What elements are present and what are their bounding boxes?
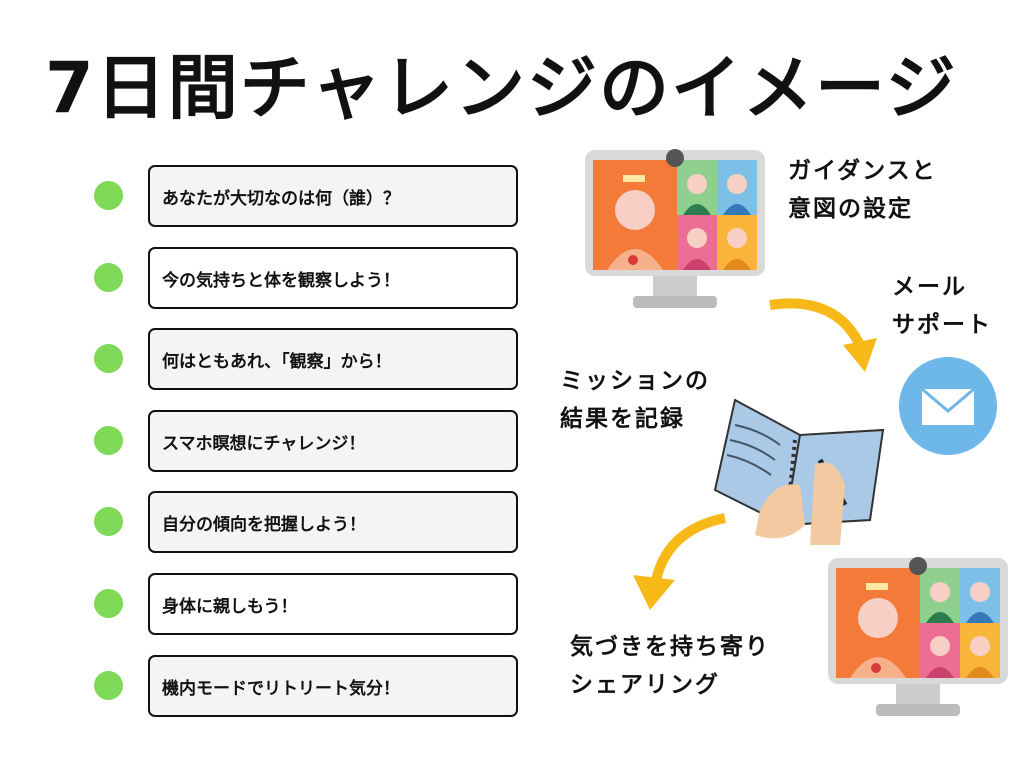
- label-mail: メールサポート: [892, 268, 992, 344]
- label-line: ガイダンスと: [788, 158, 937, 184]
- label-line: ミッションの: [560, 368, 710, 394]
- label-record: ミッションの結果を記録: [560, 362, 710, 438]
- step-item: 自分の傾向を把握しよう！: [148, 491, 518, 553]
- page-title: 7日間チャレンジのイメージ: [45, 47, 958, 129]
- bullet-dot: [94, 671, 123, 700]
- label-line: サポート: [892, 312, 992, 338]
- bullet-dot: [94, 263, 123, 292]
- label-line: 気づきを持ち寄り: [570, 634, 770, 660]
- step-item: あなたが大切なのは何（誰）？: [148, 165, 518, 227]
- bullet-dot: [94, 426, 123, 455]
- step-item: 今の気持ちと体を観察しよう！: [148, 247, 518, 309]
- step-item: 機内モードでリトリート気分！: [148, 655, 518, 717]
- step-item: 身体に親しもう！: [148, 573, 518, 635]
- bullet-dot: [94, 507, 123, 536]
- label-guidance: ガイダンスと意図の設定: [788, 152, 937, 228]
- envelope-icon: [899, 357, 997, 455]
- video-call-monitor-icon: [828, 557, 1008, 716]
- arrow-icon: [633, 513, 727, 610]
- label-line: 結果を記録: [560, 406, 685, 432]
- bullet-dot: [94, 589, 123, 618]
- label-line: メール: [892, 274, 967, 300]
- video-call-monitor-icon: [585, 149, 765, 308]
- label-share: 気づきを持ち寄りシェアリング: [570, 628, 770, 704]
- bullet-dot: [94, 181, 123, 210]
- step-item: スマホ瞑想にチャレンジ！: [148, 410, 518, 472]
- label-line: シェアリング: [570, 672, 720, 698]
- step-item: 何はともあれ、「観察」から！: [148, 328, 518, 390]
- notebook-writing-icon: [713, 398, 885, 545]
- bullet-dot: [94, 344, 123, 373]
- label-line: 意図の設定: [788, 196, 913, 222]
- arrow-icon: [769, 298, 877, 372]
